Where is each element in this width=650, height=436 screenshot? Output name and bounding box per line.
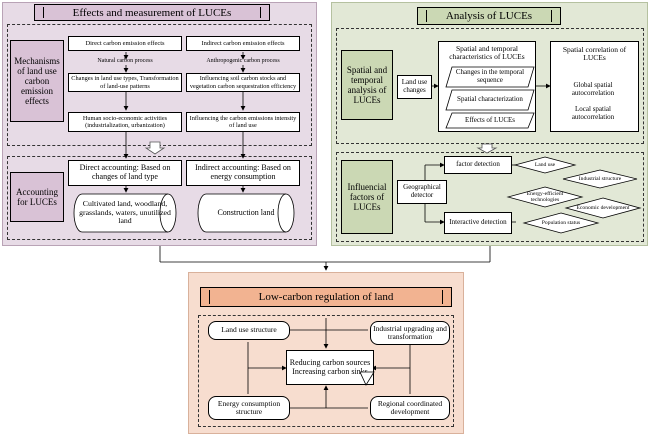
factor-economic: Economic development [572,200,634,216]
land-use-changes-box: Land use changes [397,75,432,99]
energy-structure-box: Energy consumption structure [208,396,290,420]
effects-title-text: Effects and measurement of LUCEs [72,6,232,19]
local-autocorrelation: Local spatial autocorrelation [558,103,628,125]
st-characteristics-text: Spatial and temporal characteristics of … [449,43,525,61]
indirect-accounting-text: Indirect accounting: Based on energy con… [195,163,291,181]
analysis-title: Analysis of LUCEs [417,7,561,25]
changes-temporal: Changes in the temporal sequence [448,67,532,87]
spatial-correlation-box [550,41,639,132]
st-characteristics-title: Spatial and temporal characteristics of … [440,42,534,64]
factor-energy-text: Energy-efficient technologies [526,190,564,203]
regulation-frame [198,315,454,427]
mechanisms-label-text: Mechanisms of land use carbon emission e… [14,55,60,107]
industrial-upgrading-box: Industrial upgrading and transformation [370,321,450,345]
geographical-detector-box: Geographical detector [397,180,447,204]
direct-accounting-box: Direct accounting: Based on changes of l… [68,160,182,186]
land-use-structure-text: Land use structure [221,325,277,335]
indirect-header-box: Indirect carbon emission effects [186,36,300,51]
factor-population: Population status [528,216,594,230]
factor-industrial: Industrial structure [566,172,634,186]
influencing-soil-text: Influencing soil carbon stocks and veget… [189,75,297,90]
anthropogenic-process-text: Anthropogenic carbon process [206,58,280,65]
direct-header-box: Direct carbon emission effects [68,36,182,51]
land-use-changes-text: Land use changes [401,78,428,94]
influencing-intensity-text: Influencing the carbon emissions intensi… [189,114,297,129]
cultivated-land: Cultivated land, woodland, grasslands, w… [78,194,172,232]
cultivated-land-text: Cultivated land, woodland, grasslands, w… [79,198,171,226]
changes-land-use-box: Changes in land use types, Transformatio… [68,73,182,92]
spatial-label: Spatial and temporal analysis of LUCEs [341,50,393,120]
regulation-title: Low-carbon regulation of land [200,287,452,307]
effects-title: Effects and measurement of LUCEs [34,4,270,21]
factor-land-use: Land use [517,158,573,172]
changes-temporal-text: Changes in the temporal sequence [455,68,525,84]
effects-of-luces: Effects of LUCEs [448,113,532,128]
mechanisms-label: Mechanisms of land use carbon emission e… [10,40,64,122]
interactive-detection-text: Interactive detection [449,218,507,227]
spatial-characterization: Spatial characterization [448,90,532,110]
indirect-header-text: Indirect carbon emission effects [201,39,285,47]
accounting-label: Accounting for LUCEs [10,172,64,222]
spatial-frame [336,28,644,144]
factor-detection-text: factor detection [456,160,500,169]
influencial-label-text: Influencial factors of LUCEs [347,181,387,213]
geographical-detector-text: Geographical detector [403,183,441,199]
influencing-intensity-box: Influencing the carbon emissions intensi… [186,112,300,132]
factor-industrial-text: Industrial structure [578,175,622,182]
energy-structure-text: Energy consumption structure [217,398,281,416]
factor-energy: Energy-efficient technologies [512,189,578,205]
influencial-label: Influencial factors of LUCEs [341,160,393,234]
global-autocorrelation-text: Global spatial autocorrelation [571,81,615,97]
spatial-characterization-text: Spatial characterization [457,95,523,104]
influencing-soil-box: Influencing soil carbon stocks and veget… [186,73,300,92]
changes-land-use-text: Changes in land use types, Transformatio… [71,75,179,90]
interactive-detection-box: Interactive detection [444,212,512,234]
analysis-title-text: Analysis of LUCEs [445,10,533,22]
anthropogenic-process: Anthropogenic carbon process [186,57,300,66]
effects-of-luces-text: Effects of LUCEs [464,115,516,124]
center-box: Reducing carbon sources Increasing carbo… [286,350,374,385]
construction-land: Construction land [200,194,292,232]
indirect-accounting-box: Indirect accounting: Based on energy con… [186,160,300,186]
spatial-correlation-text: Spatial correlation of LUCEs [562,44,627,62]
regional-development-text: Regional coordinated development [377,398,443,416]
human-activities-box: Human socio-economic activities (industr… [68,112,182,132]
spatial-label-text: Spatial and temporal analysis of LUCEs [346,64,388,106]
factor-land-use-text: Land use [534,161,556,168]
regional-development-box: Regional coordinated development [370,396,450,420]
accounting-frame [7,156,312,240]
natural-process: Natural carbon process [68,57,182,66]
land-use-structure-box: Land use structure [208,321,290,340]
influence-frame [336,152,644,242]
factor-population-text: Population status [541,219,581,226]
factor-detection-box: factor detection [444,156,512,174]
direct-accounting-text: Direct accounting: Based on changes of l… [79,163,171,181]
construction-land-text: Construction land [217,207,275,217]
spatial-correlation-title: Spatial correlation of LUCEs [552,43,637,65]
direct-header-text: Direct carbon emission effects [85,39,165,47]
regulation-title-text: Low-carbon regulation of land [258,291,394,303]
global-autocorrelation: Global spatial autocorrelation [558,79,628,101]
industrial-upgrading-text: Industrial upgrading and transformation [373,323,447,341]
natural-process-text: Natural carbon process [97,58,153,65]
factor-economic-text: Economic development [576,204,630,211]
accounting-label-text: Accounting for LUCEs [16,186,58,207]
human-activities-text: Human socio-economic activities (industr… [82,114,168,129]
center-text: Reducing carbon sources Increasing carbo… [289,357,371,376]
local-autocorrelation-text: Local spatial autocorrelation [571,105,615,121]
